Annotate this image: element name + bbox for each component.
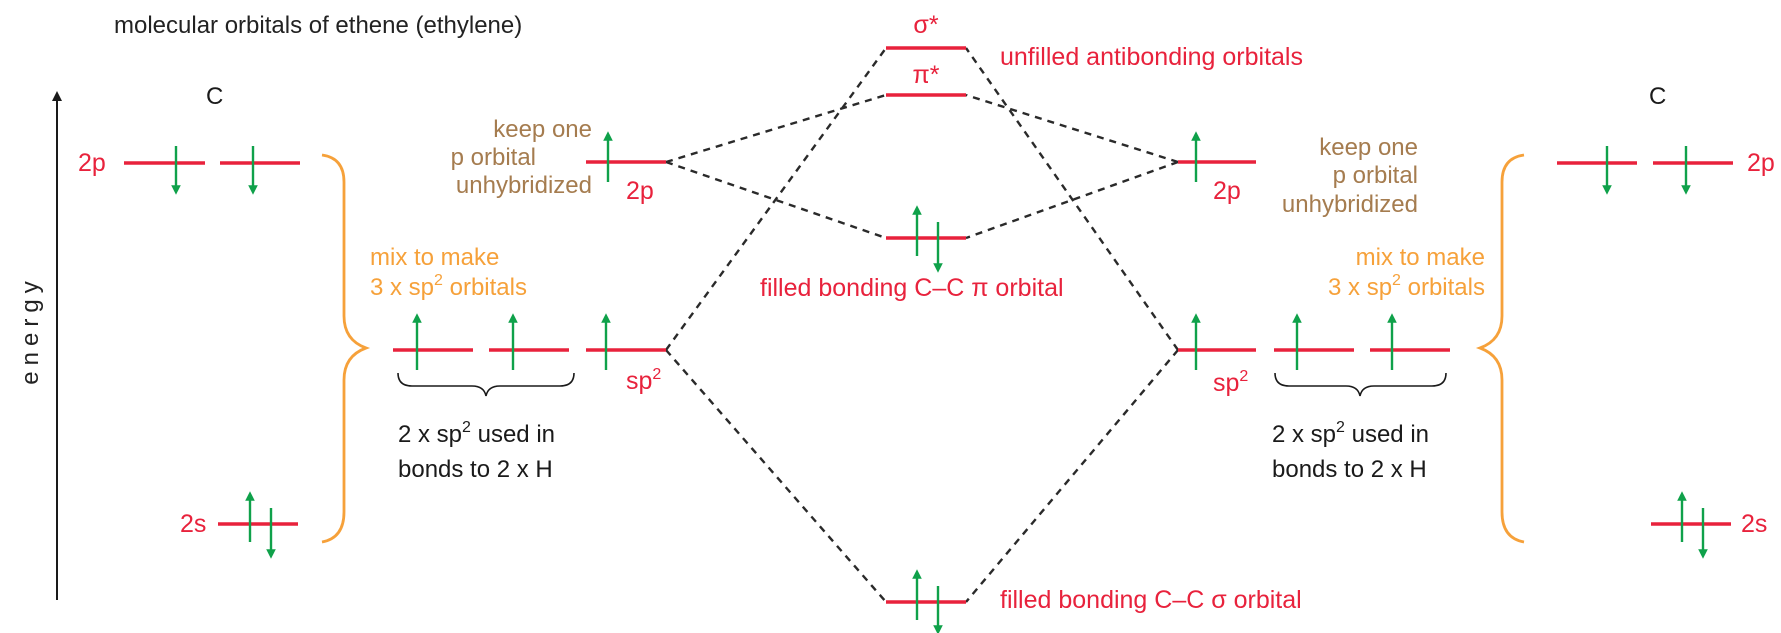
right-mix-brace (1475, 153, 1525, 544)
corr-right-2p-pistar (965, 93, 1179, 164)
left-keep-text-3: unhybridized (456, 172, 592, 199)
left-keep-text-1: keep one (493, 116, 592, 143)
corr-left-sp2-sigmastar (665, 47, 887, 351)
left-atom-label: C (206, 83, 223, 110)
right-2p-label: 2p (1747, 149, 1775, 177)
right-mix-text-1: mix to make (1356, 244, 1485, 271)
left-keep-text-2: p orbital (451, 144, 536, 171)
corr-left-2p-pistar (665, 93, 887, 164)
diagram-title: molecular orbitals of ethene (ethylene) (114, 12, 522, 39)
right-keep-text-2: p orbital (1333, 162, 1418, 189)
energy-axis-label: energy (17, 275, 44, 384)
corr-left-sp2-sigma (665, 349, 887, 603)
right-sp2-label: sp2 (1213, 368, 1248, 397)
left-2s-label: 2s (180, 510, 206, 538)
sigma-star-label: σ* (913, 11, 938, 39)
antibonding-label: unfilled antibonding orbitals (1000, 43, 1303, 71)
right-mix-text-2: 3 x sp2 orbitals (1328, 272, 1485, 301)
pi-bonding-label: filled bonding C–C π orbital (760, 274, 1064, 302)
corr-right-sp2-sigma (965, 349, 1179, 603)
pi-star-label: π* (913, 61, 940, 89)
right-used-text-1: 2 x sp2 used in (1272, 419, 1429, 448)
correlation-lines (665, 47, 1179, 603)
left-2p-label: 2p (78, 149, 106, 177)
left-used-text-1: 2 x sp2 used in (398, 419, 555, 448)
left-used-brace (397, 372, 575, 397)
right-atom-label: C (1649, 83, 1666, 110)
left-mix-brace (321, 153, 371, 544)
left-mix-text-1: mix to make (370, 244, 499, 271)
left-mix-text-2: 3 x sp2 orbitals (370, 272, 527, 301)
right-used-text-2: bonds to 2 x H (1272, 456, 1427, 483)
sigma-bonding-label: filled bonding C–C σ orbital (1000, 586, 1302, 614)
right-used-brace (1274, 372, 1447, 397)
left-unhybridized-2p-label: 2p (626, 177, 654, 205)
right-2s-label: 2s (1741, 510, 1767, 538)
left-used-text-2: bonds to 2 x H (398, 456, 553, 483)
right-unhybridized-2p-label: 2p (1213, 177, 1241, 205)
left-sp2-label: sp2 (626, 366, 661, 395)
right-keep-text-1: keep one (1319, 134, 1418, 161)
corr-right-sp2-sigmastar (965, 47, 1179, 351)
right-keep-text-3: unhybridized (1282, 191, 1418, 218)
corr-right-2p-pi (965, 160, 1179, 240)
